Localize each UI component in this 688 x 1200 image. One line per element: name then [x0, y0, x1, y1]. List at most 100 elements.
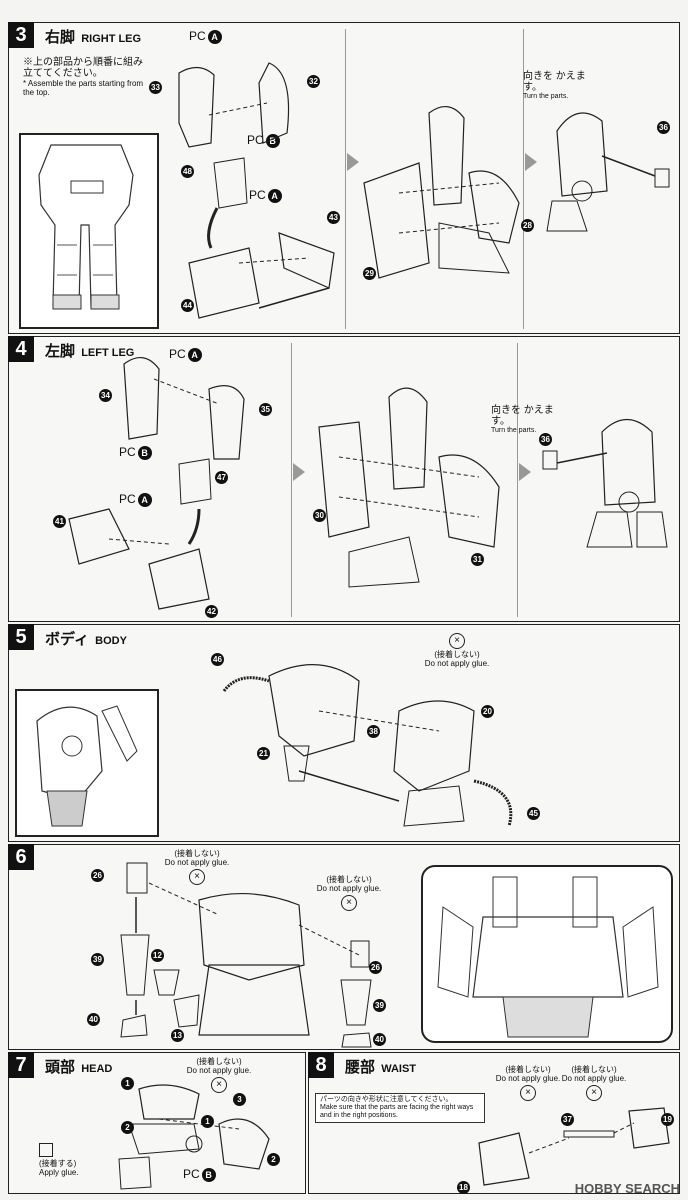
part-number: 37	[561, 1113, 574, 1126]
step-title: 頭部 HEAD	[45, 1059, 113, 1076]
part-number: 45	[527, 807, 540, 820]
step-5-body: 5 ボディ BODY × (接着しない) Do not apply glue. …	[8, 624, 680, 842]
reference-figure-right-leg	[19, 133, 159, 329]
part-number: 2	[267, 1153, 280, 1166]
step-title: 左脚 LEFT LEG	[45, 343, 135, 360]
column-divider	[291, 343, 292, 617]
step-title: 腰部 WAIST	[345, 1059, 417, 1076]
part-number: 39	[91, 953, 104, 966]
reference-figure-body	[15, 689, 159, 837]
part-number: 26	[369, 961, 382, 974]
turn-parts-note: 向きを かえます。 Turn the parts.	[523, 71, 586, 100]
no-glue-note: (接着しない) Do not apply glue. ×	[179, 1057, 259, 1094]
step-number: 3	[8, 22, 34, 48]
part-number: 2	[121, 1121, 134, 1134]
part-number: 36	[539, 433, 552, 446]
no-glue-icon: ×	[520, 1085, 536, 1101]
waist-exploded-diagram	[478, 1107, 670, 1186]
part-number: 38	[367, 725, 380, 738]
no-glue-icon: ×	[449, 633, 465, 649]
part-number: 12	[151, 949, 164, 962]
part-number: 32	[307, 75, 320, 88]
step-title: 右脚 RIGHT LEG	[45, 29, 142, 46]
direction-note: パーツの向きや形状に注意してください。 Make sure that the p…	[315, 1093, 485, 1123]
part-number: 31	[471, 553, 484, 566]
part-number: 3	[233, 1093, 246, 1106]
no-glue-note: (接着しない) Do not apply glue. ×	[493, 1065, 563, 1102]
backpack-exploded-diagram	[120, 862, 372, 1048]
part-number: 1	[121, 1077, 134, 1090]
column-divider	[523, 29, 524, 329]
no-glue-note: × (接着しない) Do not apply glue.	[424, 633, 490, 668]
part-number: 33	[149, 81, 162, 94]
column-divider	[345, 29, 346, 329]
step-7-head: 7 頭部 HEAD (接着しない) Do not apply glue. × (…	[8, 1052, 306, 1194]
part-number: 29	[363, 267, 376, 280]
robot-back-illustration	[437, 876, 659, 1038]
robot-legs-illustration	[38, 144, 134, 310]
next-step-arrow	[519, 463, 531, 481]
step-number: 4	[8, 336, 34, 362]
next-step-arrow	[525, 153, 537, 171]
next-step-arrow	[293, 463, 305, 481]
left-leg-assembly-diagram	[318, 387, 500, 588]
part-number: 41	[53, 515, 66, 528]
part-number: 26	[91, 869, 104, 882]
part-number: 18	[457, 1181, 470, 1194]
part-number: 46	[211, 653, 224, 666]
left-leg-exploded-diagram	[68, 357, 245, 610]
part-number: 44	[181, 299, 194, 312]
no-glue-icon: ×	[341, 895, 357, 911]
no-glue-note: (接着しない) Do not apply glue. ×	[559, 1065, 629, 1102]
no-glue-note: (接着しない) Do not apply glue. ×	[157, 849, 237, 886]
step-8-waist: 8 腰部 WAIST パーツの向きや形状に注意してください。 Make sure…	[308, 1052, 680, 1194]
right-leg-turned-diagram	[546, 112, 670, 232]
next-step-arrow	[347, 153, 359, 171]
turn-parts-note: 向きを かえます。 Turn the parts.	[491, 405, 554, 434]
part-number: 21	[257, 747, 270, 760]
step-number: 6	[8, 844, 34, 870]
step-number: 7	[8, 1052, 34, 1078]
right-leg-assembly-diagram	[363, 106, 520, 279]
left-leg-turned-diagram	[542, 418, 668, 548]
apply-glue-note: (接着する) Apply glue.	[39, 1143, 99, 1177]
no-glue-note: (接着しない) Do not apply glue. ×	[309, 875, 389, 912]
part-number: 39	[373, 999, 386, 1012]
body-exploded-diagram	[222, 664, 513, 827]
part-number: 28	[521, 219, 534, 232]
part-number: 40	[373, 1033, 386, 1046]
assemble-order-note: ※上の部品から順番に組み立ててください。 * Assemble the part…	[23, 57, 144, 97]
part-number: 43	[327, 211, 340, 224]
step-number: 8	[308, 1052, 334, 1078]
part-number: 20	[481, 705, 494, 718]
part-number: 35	[259, 403, 272, 416]
part-number: 13	[171, 1029, 184, 1042]
part-number: 19	[661, 1113, 674, 1126]
part-number: 40	[87, 1013, 100, 1026]
head-exploded-diagram	[118, 1084, 270, 1190]
reference-figure-backpack	[421, 865, 673, 1043]
part-number: 42	[205, 605, 218, 618]
no-glue-icon: ×	[189, 869, 205, 885]
part-number: 47	[215, 471, 228, 484]
step-number: 5	[8, 624, 34, 650]
part-number: 34	[99, 389, 112, 402]
part-number: 36	[657, 121, 670, 134]
step-6: 6 (接着しない) Do not apply glue. × (接着しない) D…	[8, 844, 680, 1050]
column-divider	[517, 343, 518, 617]
step-title: ボディ BODY	[45, 631, 127, 648]
no-glue-icon: ×	[586, 1085, 602, 1101]
part-number: 48	[181, 165, 194, 178]
step-3-right-leg: 3 右脚 RIGHT LEG ※上の部品から順番に組み立ててください。 * As…	[8, 22, 680, 334]
no-glue-icon: ×	[211, 1077, 227, 1093]
part-number: 1	[201, 1115, 214, 1128]
hobby-search-logo: HOBBY SEARCH	[574, 1181, 680, 1196]
